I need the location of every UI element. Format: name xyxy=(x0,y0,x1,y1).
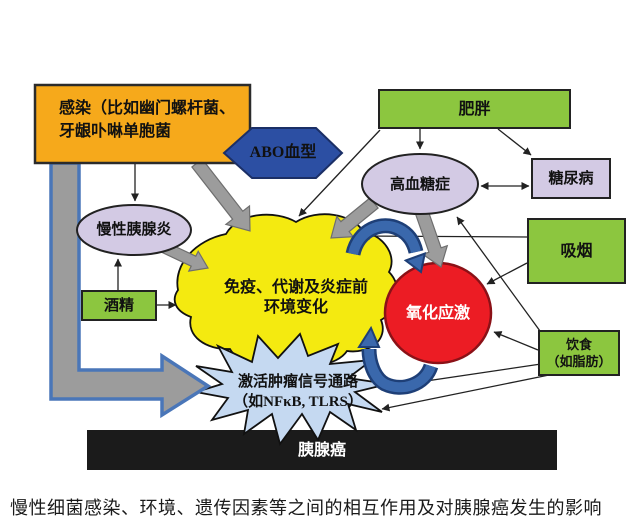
pancreatic-cancer-bar xyxy=(87,430,557,470)
edge-diet-oxidative xyxy=(493,331,539,351)
tumor-signaling-starburst xyxy=(195,332,389,447)
abo-hexagon xyxy=(222,127,344,179)
microenvironment-blob xyxy=(173,213,399,367)
infection-box xyxy=(33,83,252,165)
smoking-box xyxy=(527,218,626,284)
alcohol-box xyxy=(81,290,157,321)
blue-cycle-arrows xyxy=(345,218,439,395)
chronic-pancreatitis-ellipse xyxy=(76,204,192,256)
obesity-box xyxy=(378,89,571,129)
diabetes-box xyxy=(531,158,611,199)
thick-gray-arrows xyxy=(151,158,449,272)
edge-diet-hyperglycemia xyxy=(456,216,541,332)
edge-obesity-diabetes xyxy=(497,128,532,156)
edge-diet-signaling-2 xyxy=(381,374,550,412)
diet-box xyxy=(538,330,620,376)
arrow-hyperglycemia-microenv xyxy=(330,197,379,239)
hyperglycemia-ellipse xyxy=(361,153,479,215)
edge-obesity-microenv xyxy=(298,129,381,217)
figure-caption: 慢性细菌感染、环境、遗传因素等之间的相互作用及对胰腺癌发生的影响 xyxy=(10,498,602,518)
edge-smoking-oxidative xyxy=(486,262,528,285)
big-l-arrow xyxy=(49,161,212,419)
oxidative-stress-circle xyxy=(383,261,493,365)
edge-smoking-microenv xyxy=(361,232,528,241)
arrow-infection-microenv xyxy=(191,158,251,232)
